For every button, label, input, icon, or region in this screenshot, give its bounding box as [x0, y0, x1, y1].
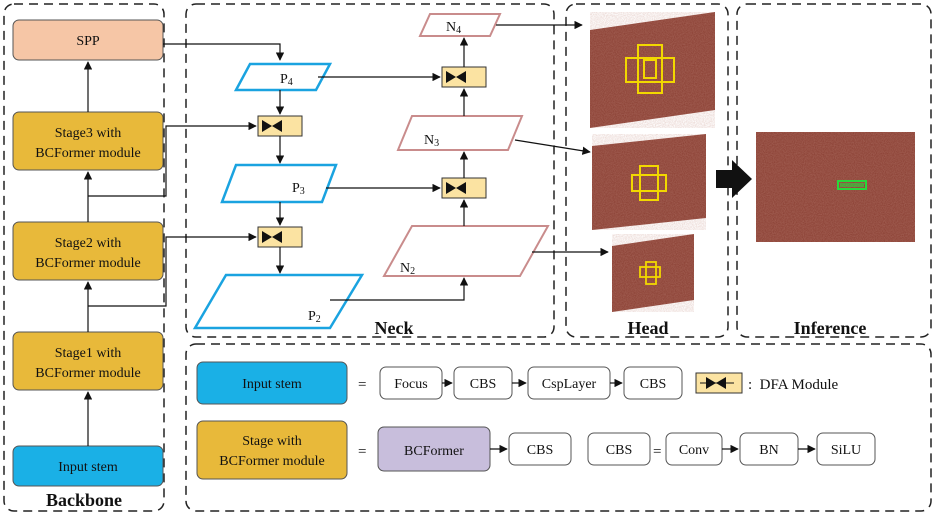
- legend-input-stem-box: [196, 361, 348, 405]
- head-to-inference-arrow-icon: [716, 160, 752, 198]
- n3-node: [396, 115, 524, 151]
- legend-input-stem-label: Input stem: [242, 377, 302, 392]
- legend-cbs-box-3: [508, 432, 572, 466]
- n4-node: [418, 13, 502, 37]
- legend-eq-3: =: [653, 444, 661, 460]
- dfa-1-bowtie-icon: [262, 120, 282, 132]
- legend-dfa-bowtie-icon: [700, 377, 734, 389]
- stage3-box: [12, 111, 164, 171]
- legend-eq-1: =: [358, 377, 366, 393]
- p2-node: [192, 273, 365, 330]
- arrow-p2-to-n2: [330, 277, 469, 301]
- legend-silu-box: [816, 432, 876, 466]
- spp-label: SPP: [76, 34, 100, 49]
- p3-node: [220, 163, 338, 204]
- neck-title: Neck: [375, 318, 414, 338]
- conn-spp-to-p4: [163, 43, 285, 61]
- anchor-boxes-medium: [631, 165, 667, 201]
- n4-sub: 4: [456, 25, 461, 36]
- n2-sub: 2: [410, 266, 415, 277]
- legend-conv-label: Conv: [679, 443, 709, 458]
- head-title: Head: [627, 318, 668, 338]
- stage3-label-1: Stage3 with: [55, 126, 122, 141]
- legend-stage-label-2: BCFormer module: [219, 454, 324, 469]
- dfa-2-bowtie-icon: [262, 231, 282, 243]
- head-feature-map-large: [590, 12, 715, 128]
- n3-sub: 3: [434, 138, 439, 149]
- n2-node: [382, 225, 550, 277]
- legend-cbs-box-2: [623, 366, 683, 400]
- legend-csplayer-label: CspLayer: [542, 377, 597, 392]
- p2-sub: 2: [316, 314, 321, 325]
- legend-focus-label: Focus: [394, 377, 427, 392]
- legend-stage-box: [196, 420, 348, 480]
- detection-box: [837, 180, 867, 190]
- stage1-label-1: Stage1 with: [55, 346, 122, 361]
- legend-cbs-label-2: CBS: [640, 377, 666, 392]
- p4-sub: 4: [288, 77, 293, 88]
- backbone-frame: [3, 3, 165, 512]
- legend-frame: [185, 343, 932, 512]
- anchor-boxes-large: [625, 44, 675, 94]
- p3-sub: 3: [300, 186, 305, 197]
- spp-box: [12, 19, 164, 61]
- legend-cbs-label-4: CBS: [606, 443, 632, 458]
- dfa-4-bowtie-icon: [446, 182, 466, 194]
- legend-cbs-box-4: [587, 432, 651, 466]
- p4-node: [233, 62, 333, 92]
- stage2-box: [12, 221, 164, 281]
- legend-stage-label-1: Stage with: [242, 434, 302, 449]
- legend-dfa-label: : DFA Module: [748, 377, 838, 393]
- stage2-label-1: Stage2 with: [55, 236, 122, 251]
- stage1-box: [12, 331, 164, 391]
- legend-bn-label: BN: [759, 443, 778, 458]
- stage1-label-2: BCFormer module: [35, 366, 140, 381]
- inference-title: Inference: [794, 318, 867, 338]
- head-feature-map-small: [612, 234, 694, 312]
- head-feature-map-medium: [592, 134, 706, 230]
- head-frame: [565, 3, 729, 338]
- arrow-n3-to-head: [514, 139, 591, 155]
- stage2-label-2: BCFormer module: [35, 256, 140, 271]
- legend-eq-2: =: [358, 444, 366, 460]
- backbone-title: Backbone: [46, 490, 122, 510]
- inference-result-image: [756, 132, 915, 242]
- legend-cbs-label-1: CBS: [470, 377, 496, 392]
- legend-bcformer-label: BCFormer: [404, 444, 464, 459]
- stage3-label-2: BCFormer module: [35, 146, 140, 161]
- conn-stage2-to-dfa2: [88, 232, 257, 307]
- neck-frame: [185, 3, 555, 338]
- conn-stage3-to-dfa1: [88, 121, 257, 197]
- legend-cbs-label-3: CBS: [527, 443, 553, 458]
- legend-silu-label: SiLU: [831, 443, 861, 458]
- anchor-boxes-small: [639, 261, 661, 285]
- input-stem-label: Input stem: [58, 460, 118, 475]
- dfa-3-bowtie-icon: [446, 71, 466, 83]
- inference-frame: [736, 3, 932, 338]
